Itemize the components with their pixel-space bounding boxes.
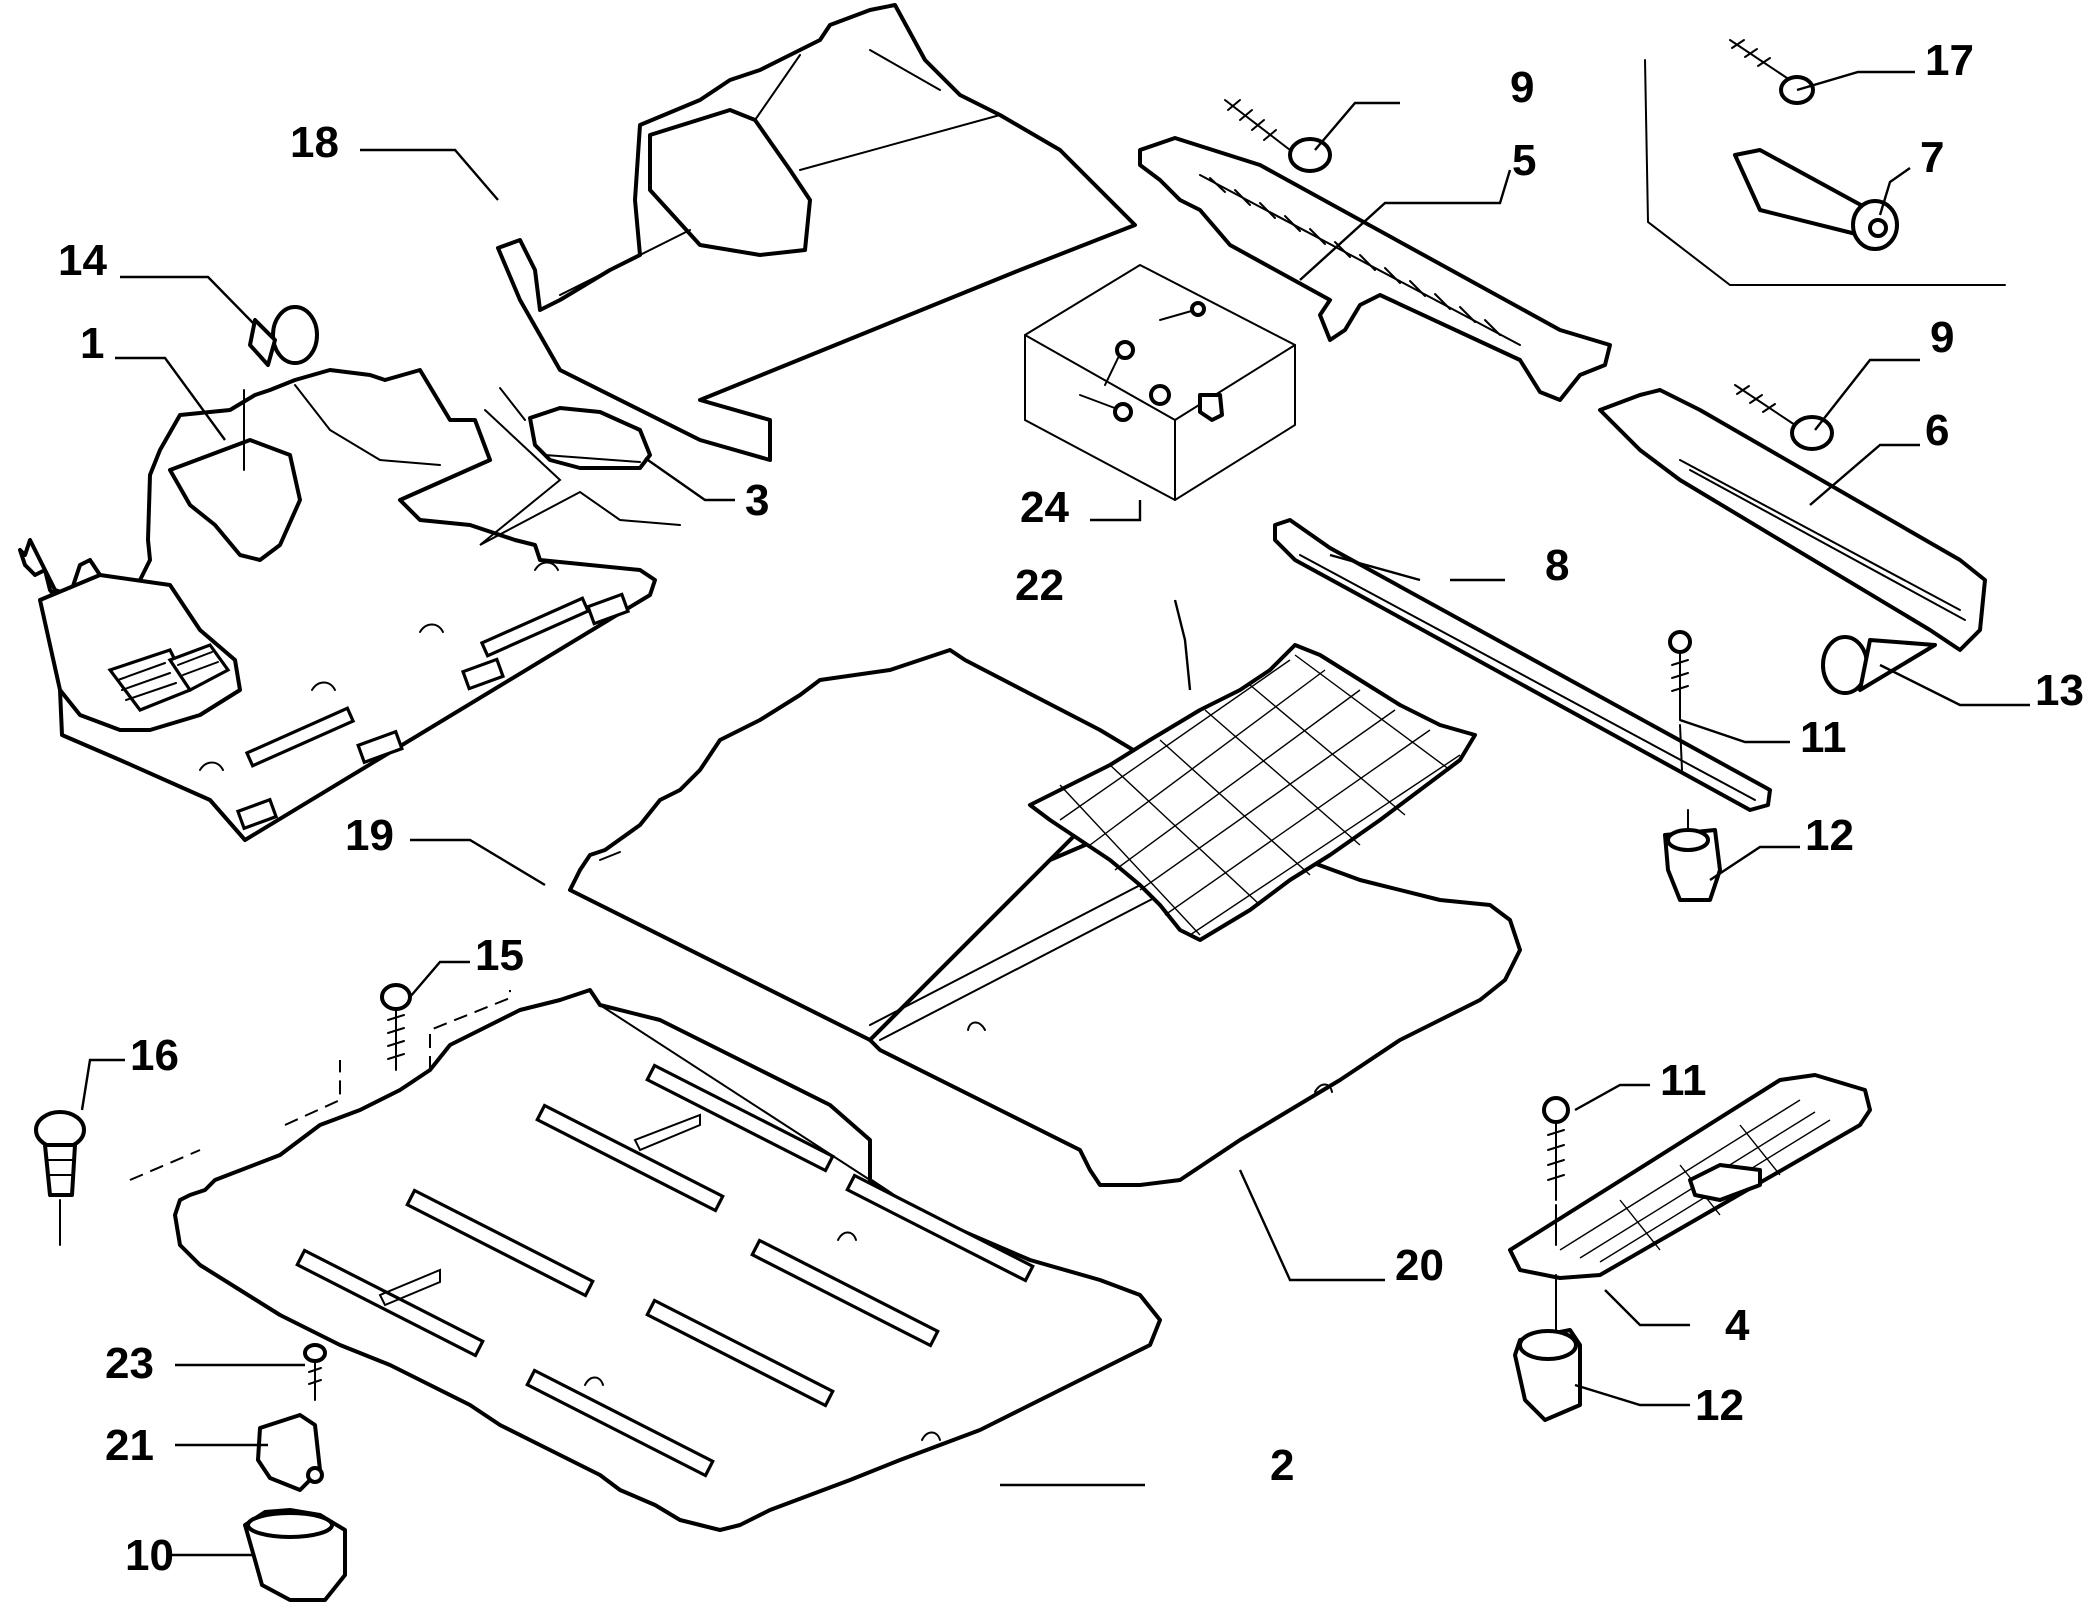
callout-9b: 9	[1930, 313, 1954, 362]
part-9a-screw	[1224, 99, 1332, 173]
callout-21: 22	[1015, 561, 1064, 610]
callout-9a: 9	[1510, 63, 1534, 112]
callout-17: 17	[1925, 36, 1974, 85]
callout-22: 21	[105, 1421, 154, 1470]
callout-12a: 12	[1805, 811, 1854, 860]
callout-23: 23	[105, 1339, 154, 1388]
callout-11a: 11	[1800, 713, 1847, 762]
callout-5: 5	[1512, 136, 1536, 185]
callout-8: 4	[1725, 1301, 1750, 1350]
part-23-screw	[303, 1343, 327, 1401]
part-18-front-carpet	[496, 3, 1137, 462]
callout-11b: 11	[1660, 1056, 1707, 1105]
callout-4: 10	[125, 1531, 174, 1580]
part-5-sill-trim	[1138, 136, 1612, 402]
callout-19: 19	[345, 811, 394, 860]
part-12a-clip	[1663, 828, 1722, 902]
callout-7: 8	[1545, 541, 1569, 590]
part-15-screw	[380, 983, 412, 1071]
callout-24: 24	[1020, 483, 1069, 532]
part-6-door-sill	[1598, 388, 1987, 652]
part-22-bracket	[256, 1413, 324, 1492]
net-mesh	[1059, 654, 1461, 936]
callout-20: 20	[1395, 1241, 1444, 1290]
callout-3: 3	[745, 476, 769, 525]
part-16-push-pin	[34, 1110, 86, 1197]
part-7-seal-strip	[1273, 518, 1772, 812]
callout-1: 1	[80, 319, 104, 368]
callout-2: 2	[1270, 1441, 1294, 1490]
part-11b-screw	[1542, 1096, 1570, 1246]
part-11a-screw	[1668, 630, 1692, 771]
callout-6: 6	[1925, 406, 1949, 455]
callout-labels: 14 1 18 3 9 5 17 7 9 6 8 24 22 13 11 12 …	[58, 36, 2084, 1580]
part-21-cargo-net	[1028, 643, 1477, 942]
part-8-scuff-plate	[1508, 1073, 1872, 1280]
part-2-rear-carpet	[173, 988, 1162, 1532]
callout-15: 15	[475, 931, 524, 980]
part-13-grommet	[1821, 635, 1937, 695]
part-3-pad	[528, 406, 652, 470]
part-14-clip	[243, 305, 319, 471]
part-12b-clip	[1513, 1328, 1582, 1422]
part-9b-screw	[1734, 384, 1834, 451]
part-24-fastener-kit	[1024, 263, 1296, 502]
inset-outline	[1644, 59, 2006, 286]
callout-10: 7	[1920, 133, 1944, 182]
callout-12b: 12	[1695, 1381, 1744, 1430]
part-4-cup-holder	[243, 1508, 347, 1602]
part-17-screw	[1729, 39, 1815, 105]
callout-13: 13	[2035, 666, 2084, 715]
part-1-front-floor-mat	[18, 368, 657, 842]
callout-16: 16	[130, 1031, 179, 1080]
callout-18: 18	[290, 118, 339, 167]
part-10-rivet	[1733, 148, 1899, 251]
part-20-cargo-mat	[868, 828, 1522, 1187]
callout-14: 14	[58, 236, 107, 285]
leader-lines	[80, 70, 2030, 1557]
